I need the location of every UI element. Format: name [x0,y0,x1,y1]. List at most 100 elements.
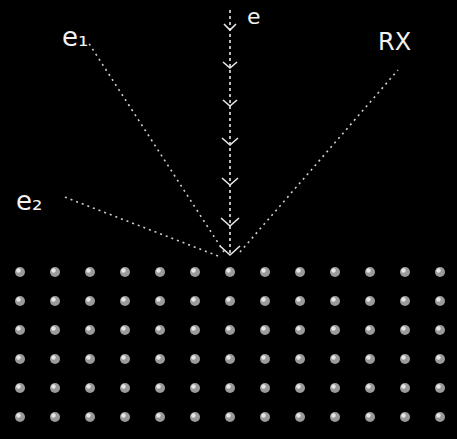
atom-highlight [331,413,335,417]
atom [225,412,235,422]
atom-highlight [121,413,125,417]
atom-highlight [121,268,125,272]
atom-highlight [366,268,370,272]
atom [120,412,130,422]
atom-highlight [156,413,160,417]
beam-label: e₁ [62,24,88,50]
atom-highlight [156,355,160,359]
atom-highlight [51,384,55,388]
atom [85,267,95,277]
atom-highlight [366,384,370,388]
atom [120,354,130,364]
atom-highlight [366,297,370,301]
atom [120,383,130,393]
atom-highlight [191,413,195,417]
atom [400,325,410,335]
atom [400,296,410,306]
atom [50,354,60,364]
atom-highlight [86,413,90,417]
atom [435,383,445,393]
atom [435,296,445,306]
atom-highlight [401,384,405,388]
atom [260,296,270,306]
atom [85,296,95,306]
atom [155,325,165,335]
atom [155,296,165,306]
atom-highlight [436,384,440,388]
x-ray-path [240,70,398,252]
atom-highlight [226,268,230,272]
atom-highlight [86,268,90,272]
atom [330,383,340,393]
atom-highlight [296,355,300,359]
atom [295,296,305,306]
atom [330,296,340,306]
atom [120,325,130,335]
atom-highlight [156,326,160,330]
scattered-electron-path [88,42,224,252]
atom [330,412,340,422]
atom-highlight [261,297,265,301]
atom [190,267,200,277]
atom [330,325,340,335]
atom-highlight [86,326,90,330]
beam-label: e₂ [16,188,42,214]
atom-highlight [51,413,55,417]
atom-highlight [51,355,55,359]
atom-highlight [296,384,300,388]
atom-highlight [191,297,195,301]
atom [225,296,235,306]
atom-highlight [156,297,160,301]
atom [365,354,375,364]
atom [260,383,270,393]
atom-highlight [226,355,230,359]
atom [365,296,375,306]
atom [15,412,25,422]
atom [15,267,25,277]
atom [15,354,25,364]
atom-highlight [121,326,125,330]
atom-highlight [191,326,195,330]
atom [190,383,200,393]
atom [435,354,445,364]
atom [330,267,340,277]
atom-highlight [226,413,230,417]
atom-highlight [261,355,265,359]
atom [190,325,200,335]
atom [295,383,305,393]
atom [330,354,340,364]
crystal-lattice [15,267,445,422]
atom-highlight [86,355,90,359]
atom-highlight [296,326,300,330]
atom [260,267,270,277]
atom-highlight [296,268,300,272]
atom [365,267,375,277]
atom [295,267,305,277]
atom [225,267,235,277]
atom-highlight [86,297,90,301]
atom-highlight [366,355,370,359]
atom [365,325,375,335]
atom-highlight [121,355,125,359]
beam-label: RX [378,30,411,54]
atom-highlight [16,297,20,301]
atom-highlight [401,413,405,417]
atom [225,383,235,393]
atom [15,325,25,335]
atom [295,354,305,364]
atom-highlight [261,326,265,330]
atom [365,412,375,422]
beam-label: e [247,6,261,28]
atom-highlight [16,268,20,272]
atom [365,383,375,393]
atom [50,412,60,422]
atom-highlight [331,355,335,359]
atom [85,354,95,364]
atom-highlight [191,355,195,359]
atom-highlight [296,297,300,301]
atom [50,267,60,277]
atom-highlight [156,384,160,388]
atom [155,383,165,393]
atom-highlight [436,355,440,359]
